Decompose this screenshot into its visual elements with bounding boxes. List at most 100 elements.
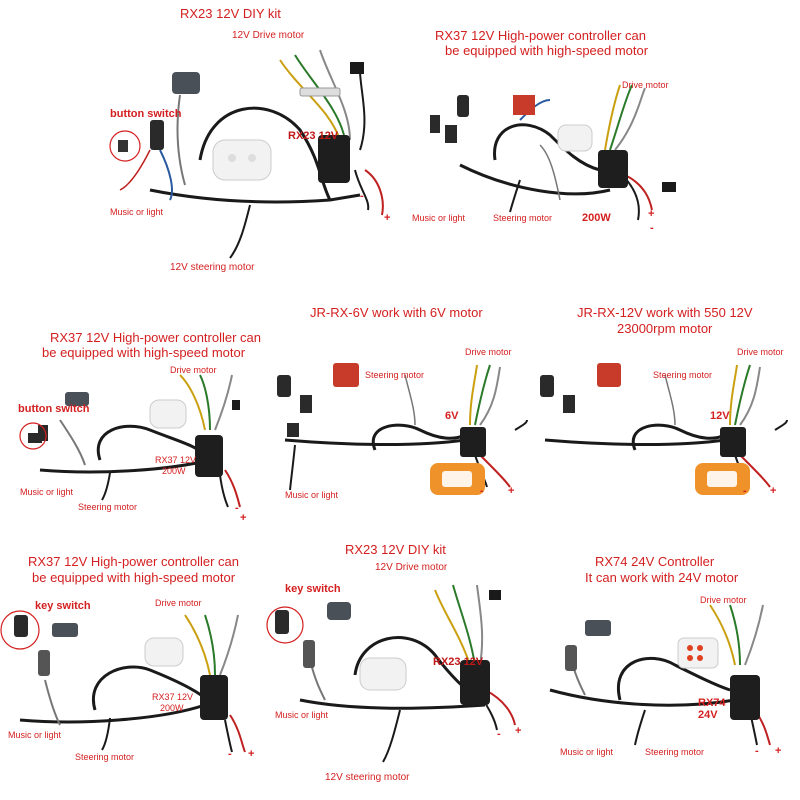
wiring-harness-icon bbox=[540, 363, 788, 495]
button-switch-icon bbox=[65, 392, 89, 406]
panel-title-line1: RX37 12V High-power controller can bbox=[435, 28, 646, 43]
controller-model-label-1: RX37 12V bbox=[152, 692, 194, 702]
wiring-harness-icon bbox=[277, 363, 528, 495]
wiring-harness-icon bbox=[19, 374, 241, 508]
music-light-label: Music or light bbox=[20, 487, 74, 497]
steering-motor-label: Steering motor bbox=[653, 370, 713, 380]
controller-box-icon bbox=[200, 675, 228, 720]
steering-motor-label: Steering motor bbox=[365, 370, 425, 380]
drive-motor-label: 12V Drive motor bbox=[232, 30, 305, 41]
panel-rx74-24v: RX74 24V Controller It can work with 24V… bbox=[535, 540, 800, 800]
controller-model-label: RX23 12V bbox=[288, 130, 339, 142]
panel-title-line1: JR-RX-12V work with 550 12V bbox=[577, 305, 753, 320]
wiring-harness-icon bbox=[430, 84, 676, 221]
drive-motor-label: Drive motor bbox=[700, 595, 747, 605]
panel-title-line2: be equipped with high-speed motor bbox=[42, 345, 246, 360]
key-switch-label: key switch bbox=[285, 583, 341, 595]
panel-title: JR-RX-6V work with 6V motor bbox=[310, 305, 483, 320]
controller-box-icon bbox=[318, 135, 350, 183]
wiring-harness-icon bbox=[0, 610, 246, 753]
panel-rx23-kit-bottom: RX23 12V DIY kit 12V Drive motor key swi… bbox=[265, 540, 535, 800]
plus-terminal-label: + bbox=[384, 212, 391, 224]
red-switch-icon bbox=[333, 363, 359, 387]
minus-terminal-label: - bbox=[235, 502, 239, 514]
wiring-harness-icon bbox=[266, 584, 516, 763]
steering-motor-label: 12V steering motor bbox=[170, 262, 255, 273]
plus-terminal-label: + bbox=[240, 512, 247, 524]
steering-motor-label: Steering motor bbox=[78, 502, 138, 512]
controller-box-icon bbox=[720, 427, 746, 457]
steering-motor-label: Steering motor bbox=[645, 747, 705, 757]
controller-box-icon bbox=[730, 675, 760, 720]
controller-model-label-1: RX37 12V bbox=[155, 455, 197, 465]
panel-title-line2: be equipped with high-speed motor bbox=[32, 570, 236, 585]
music-light-label: Music or light bbox=[275, 710, 329, 720]
panel-title: RX23 12V DIY kit bbox=[345, 542, 446, 557]
wiring-harness-icon bbox=[549, 604, 771, 746]
controller-box-icon bbox=[598, 150, 628, 188]
remote-control-icon bbox=[359, 657, 407, 691]
remote-control-icon bbox=[149, 399, 187, 429]
minus-terminal-label: - bbox=[360, 190, 364, 202]
remote-control-icon bbox=[677, 637, 719, 669]
controller-model-label-2: 24V bbox=[698, 709, 718, 721]
controller-model-label-2: 200W bbox=[162, 466, 186, 476]
minus-terminal-label: - bbox=[497, 728, 501, 740]
plus-terminal-label: + bbox=[508, 485, 515, 497]
panel-title-line1: RX37 12V High-power controller can bbox=[28, 554, 239, 569]
steering-motor-label: 12V steering motor bbox=[325, 772, 410, 783]
key-switch-icon bbox=[14, 615, 28, 637]
plus-terminal-label: + bbox=[775, 745, 782, 757]
drive-motor-label: 12V Drive motor bbox=[375, 562, 448, 573]
controller-box-icon bbox=[460, 660, 490, 705]
minus-terminal-label: - bbox=[755, 745, 759, 757]
panel-rx37-bottom: RX37 12V High-power controller can be eq… bbox=[0, 540, 265, 800]
key-switch-icon bbox=[275, 610, 289, 634]
drive-motor-label: Drive motor bbox=[622, 80, 669, 90]
panel-title-line2: It can work with 24V motor bbox=[585, 570, 739, 585]
music-light-label: Music or light bbox=[560, 747, 614, 757]
panel-title: RX23 12V DIY kit bbox=[180, 6, 281, 21]
steering-motor-label: Steering motor bbox=[493, 213, 553, 223]
steering-motor-label: Steering motor bbox=[75, 752, 135, 762]
music-light-label: Music or light bbox=[285, 490, 339, 500]
button-switch-icon bbox=[172, 72, 200, 94]
wiring-harness-icon bbox=[109, 49, 384, 259]
plus-terminal-label: + bbox=[248, 748, 255, 760]
button-switch-label: button switch bbox=[110, 108, 182, 120]
minus-terminal-label: - bbox=[650, 222, 654, 234]
music-light-label: Music or light bbox=[412, 213, 466, 223]
minus-terminal-label: - bbox=[743, 485, 747, 497]
panel-title-line1: RX37 12V High-power controller can bbox=[50, 330, 261, 345]
panel-rx37-middle: RX37 12V High-power controller can be eq… bbox=[0, 295, 265, 535]
controller-model-label-1: RX74 bbox=[698, 697, 726, 709]
minus-terminal-label: - bbox=[480, 485, 484, 497]
panel-title-line2: be equipped with high-speed motor bbox=[445, 43, 649, 58]
remote-control-icon bbox=[557, 124, 593, 152]
controller-model-label-2: 200W bbox=[160, 703, 184, 713]
controller-box-icon bbox=[195, 435, 223, 477]
drive-motor-label: Drive motor bbox=[465, 347, 512, 357]
drive-motor-label: Drive motor bbox=[170, 365, 217, 375]
remote-control-icon bbox=[144, 637, 184, 667]
key-switch-label: key switch bbox=[35, 600, 91, 612]
voltage-label: 6V bbox=[445, 410, 459, 422]
music-light-label: Music or light bbox=[8, 730, 62, 740]
drive-motor-label: Drive motor bbox=[155, 598, 202, 608]
controller-model-label: RX23 12V bbox=[433, 656, 484, 668]
music-light-label: Music or light bbox=[110, 207, 164, 217]
plus-terminal-label: + bbox=[770, 485, 777, 497]
power-rating-label: 200W bbox=[582, 212, 611, 224]
panel-title-line2: 23000rpm motor bbox=[617, 321, 713, 336]
panel-rx37-top: RX37 12V High-power controller can be eq… bbox=[400, 0, 800, 290]
remote-control-icon bbox=[212, 139, 272, 181]
button-switch-label: button switch bbox=[18, 403, 90, 415]
plus-terminal-label: + bbox=[648, 208, 655, 220]
red-switch-icon bbox=[597, 363, 621, 387]
panel-jr-rx-12v: JR-RX-12V work with 550 12V 23000rpm mot… bbox=[535, 295, 800, 535]
voltage-label: 12V bbox=[710, 410, 730, 422]
drive-motor-label: Drive motor bbox=[737, 347, 784, 357]
red-switch-icon bbox=[513, 95, 535, 115]
plus-terminal-label: + bbox=[515, 725, 522, 737]
panel-rx23-kit-top: RX23 12V DIY kit 12V Drive motor button … bbox=[0, 0, 400, 290]
